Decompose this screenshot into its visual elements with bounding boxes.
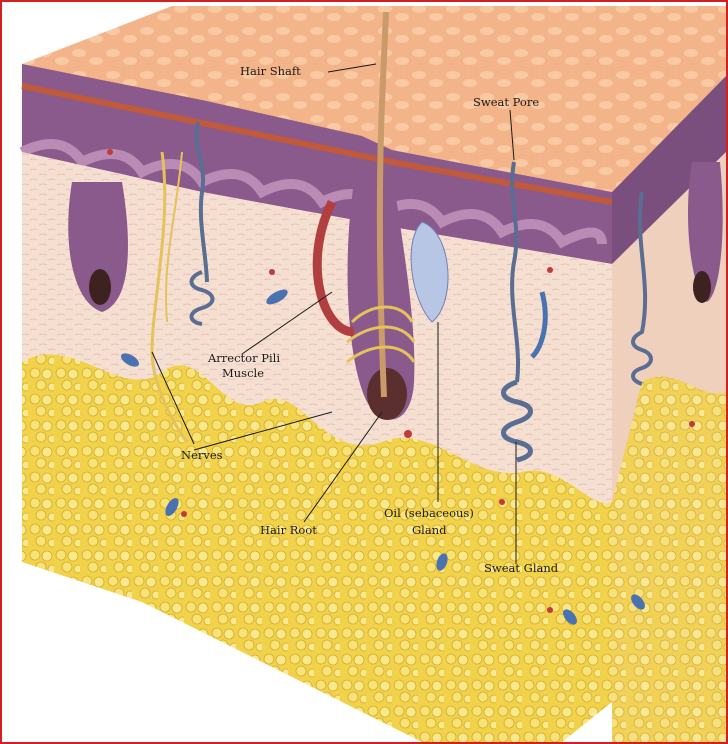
label-oil-gland: Oil (sebaceous) [384,506,474,520]
label-nerves: Nerves [181,448,223,462]
label-arrector-muscle: Muscle [222,366,264,380]
hair-bulb [367,368,407,420]
label-sweat-gland: Sweat Gland [484,561,559,575]
label-hair-shaft: Hair Shaft [240,64,301,78]
label-oil-gland-2: Gland [412,523,447,537]
label-sweat-pore: Sweat Pore [473,95,539,109]
label-arrector-pili: Arrector Pili [207,351,280,365]
label-hair-root: Hair Root [260,523,317,537]
